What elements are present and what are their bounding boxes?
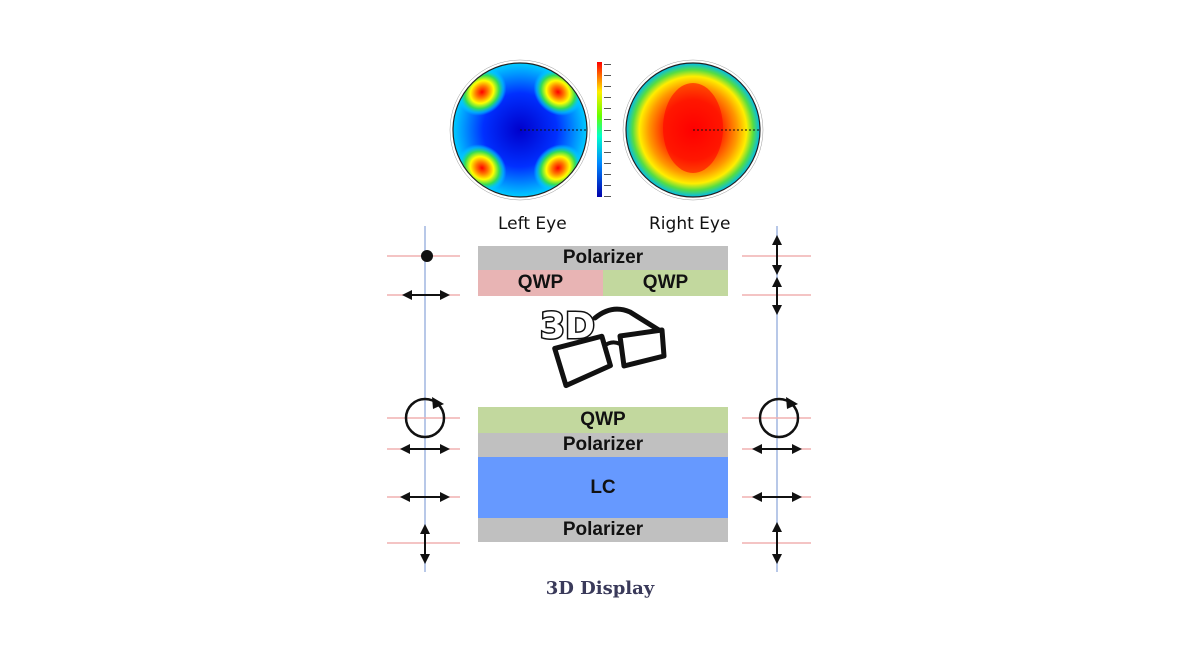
bottom-polarizer-layer-2: Polarizer (478, 518, 728, 542)
top-qwp-left-layer: QWP (478, 270, 603, 296)
bottom-polarizer-layer-1: Polarizer (478, 433, 728, 457)
bottom-qwp-layer: QWP (478, 407, 728, 433)
circular-polarization-icon (758, 397, 800, 439)
3d-glasses-icon: 3D (539, 305, 667, 389)
right-eye-plot (622, 59, 764, 201)
lc-layer: LC (478, 457, 728, 518)
dot-polarization-icon (421, 250, 433, 262)
left-eye-label: Left Eye (498, 214, 567, 234)
colorbar (597, 62, 602, 197)
circular-polarization-icon (404, 397, 446, 439)
top-polarizer-layer: Polarizer (478, 246, 728, 270)
conoscope-plots (449, 59, 764, 201)
figure-caption: 3D Display (545, 578, 655, 599)
top-qwp-right-layer: QWP (603, 270, 728, 296)
right-eye-label: Right Eye (649, 214, 731, 234)
